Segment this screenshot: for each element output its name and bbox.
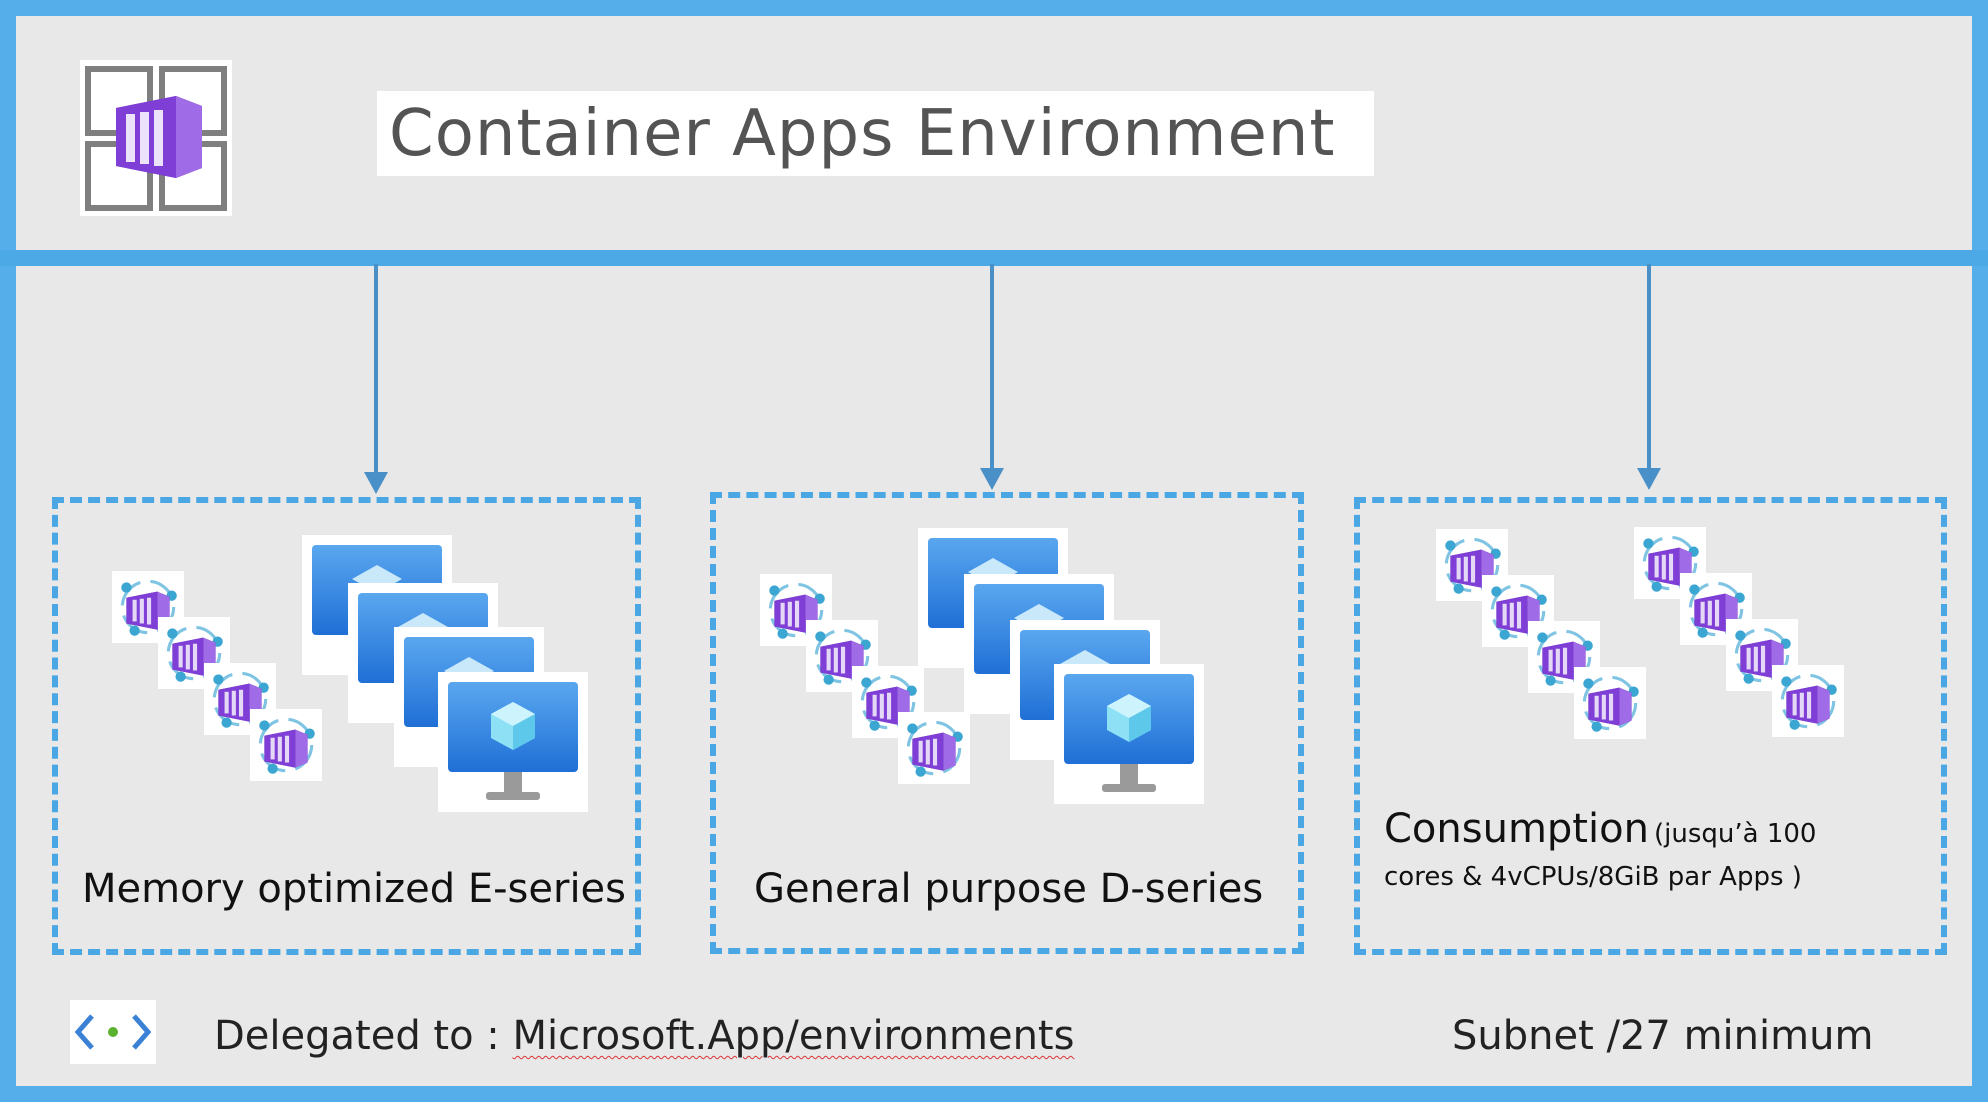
delegated-value: Microsoft.App/environments: [512, 1013, 1075, 1059]
consumption-title: Consumption: [1384, 806, 1649, 852]
page-title: Container Apps Environment: [389, 96, 1336, 171]
virtual-machine-icon: [438, 672, 588, 812]
consumption-detail-2: cores & 4vCPUs/8GiB par Apps ): [1384, 862, 1802, 892]
container-app-icon: [1574, 667, 1646, 739]
connector-arrow-3: [1637, 468, 1661, 490]
title-box: Container Apps Environment: [377, 91, 1374, 176]
connector-line-2: [990, 264, 994, 468]
subnet-requirement: Subnet /27 minimum: [1452, 1013, 1874, 1059]
node-pool-label-consumption: Consumption (jusqu’à 100: [1384, 806, 1816, 852]
node-pool-label-memory: Memory optimized E-series: [82, 866, 627, 912]
container-app-icon: [898, 712, 970, 784]
connector-line-1: [374, 264, 378, 474]
container-apps-environment-icon: [80, 60, 232, 216]
node-pool-box-general: [710, 492, 1304, 954]
delegated-label: Delegated to :: [214, 1013, 513, 1059]
virtual-machine-icon: [1054, 664, 1204, 804]
node-pool-box-memory: [52, 497, 641, 955]
connector-line-3: [1647, 264, 1651, 468]
node-pool-label-general: General purpose D-series: [754, 866, 1264, 912]
node-pool-box-consumption: [1354, 497, 1947, 955]
connector-arrow-2: [980, 468, 1004, 490]
connector-arrow-1: [364, 472, 388, 494]
virtual-network-icon: [70, 1000, 156, 1064]
container-app-icon: [1772, 665, 1844, 737]
header-divider: [0, 250, 1988, 266]
container-app-icon: [250, 709, 322, 781]
delegation-text: Delegated to : Microsoft.App/environment…: [214, 1013, 1074, 1059]
consumption-detail-1: (jusqu’à 100: [1654, 819, 1817, 849]
